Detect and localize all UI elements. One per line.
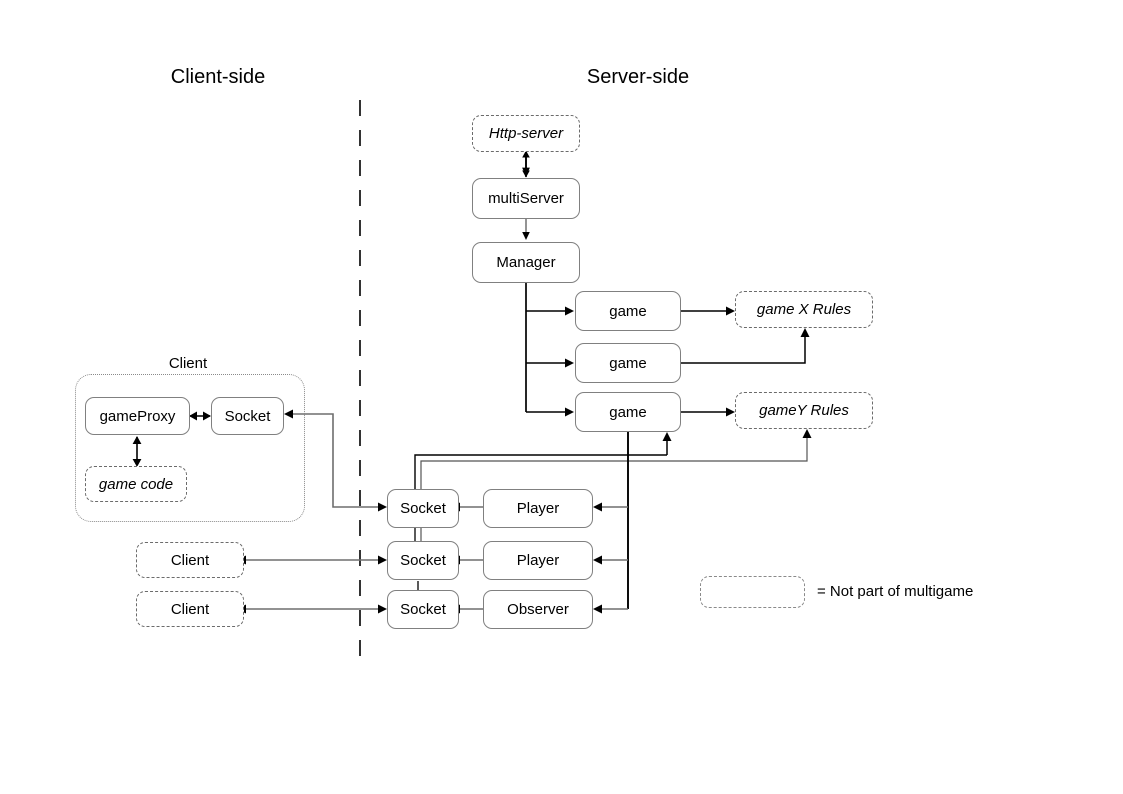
node-client-2[interactable]: Client — [136, 542, 244, 578]
node-observer[interactable]: Observer — [483, 590, 593, 629]
node-client-3[interactable]: Client — [136, 591, 244, 627]
node-socket-server-2[interactable]: Socket — [387, 541, 459, 580]
node-game-x-rules[interactable]: game X Rules — [735, 291, 873, 328]
node-socket-client[interactable]: Socket — [211, 397, 284, 435]
node-game-1[interactable]: game — [575, 291, 681, 331]
node-socket-server-1[interactable]: Socket — [387, 489, 459, 528]
node-game-proxy[interactable]: gameProxy — [85, 397, 190, 435]
node-game-2[interactable]: game — [575, 343, 681, 383]
client-side-title: Client-side — [170, 66, 266, 88]
node-socket-server-3[interactable]: Socket — [387, 590, 459, 629]
legend-swatch-icon — [700, 576, 805, 608]
client-group-container — [75, 374, 305, 522]
node-multiserver[interactable]: multiServer — [472, 178, 580, 219]
node-game-code[interactable]: game code — [85, 466, 187, 502]
node-player-2[interactable]: Player — [483, 541, 593, 580]
node-manager[interactable]: Manager — [472, 242, 580, 283]
node-player-1[interactable]: Player — [483, 489, 593, 528]
client-group-label: Client — [168, 355, 208, 372]
node-gamey-rules[interactable]: gameY Rules — [735, 392, 873, 429]
node-http-server[interactable]: Http-server — [472, 115, 580, 152]
legend-label: = Not part of multigame — [817, 583, 974, 600]
server-side-title: Server-side — [586, 66, 690, 88]
node-game-3[interactable]: game — [575, 392, 681, 432]
